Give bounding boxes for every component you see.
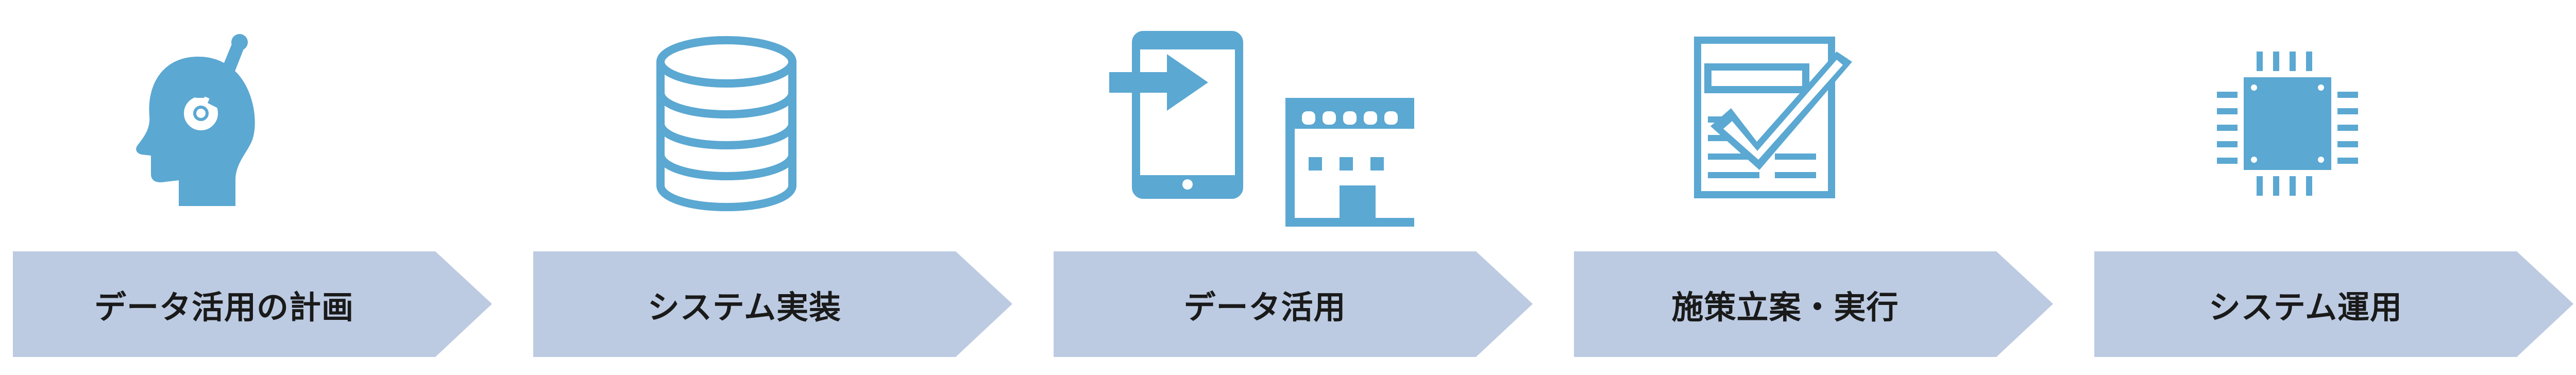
- step-label: データ活用: [1183, 288, 1346, 326]
- flow-step-banner: データ活用の計画: [13, 251, 492, 357]
- checklist-icon: [1651, 26, 1883, 232]
- cpu-chip-icon: [2172, 26, 2403, 232]
- flow-step-operation: システム運用: [2094, 0, 2573, 375]
- flow-step-plan: データ活用の計画: [13, 0, 492, 375]
- flow-step-banner: システム実装: [533, 251, 1012, 357]
- flow-step-utilization: データ活用: [1054, 0, 1533, 375]
- step-label: システム実装: [647, 288, 842, 326]
- step-label: システム運用: [2208, 288, 2403, 326]
- step-label: 施策立案・実行: [1671, 288, 1899, 326]
- tablet-to-store-icon: [1105, 10, 1414, 232]
- flow-step-banner: 施策立案・実行: [1574, 251, 2053, 357]
- flow-step-banner: システム運用: [2094, 251, 2573, 357]
- step-label: データ活用の計画: [94, 288, 354, 326]
- flow-step-execution: 施策立案・実行: [1574, 0, 2053, 375]
- database-icon: [611, 26, 842, 232]
- flow-step-banner: データ活用: [1054, 251, 1533, 357]
- flow-step-implementation: システム実装: [533, 0, 1012, 375]
- headset-user-icon: [90, 26, 322, 232]
